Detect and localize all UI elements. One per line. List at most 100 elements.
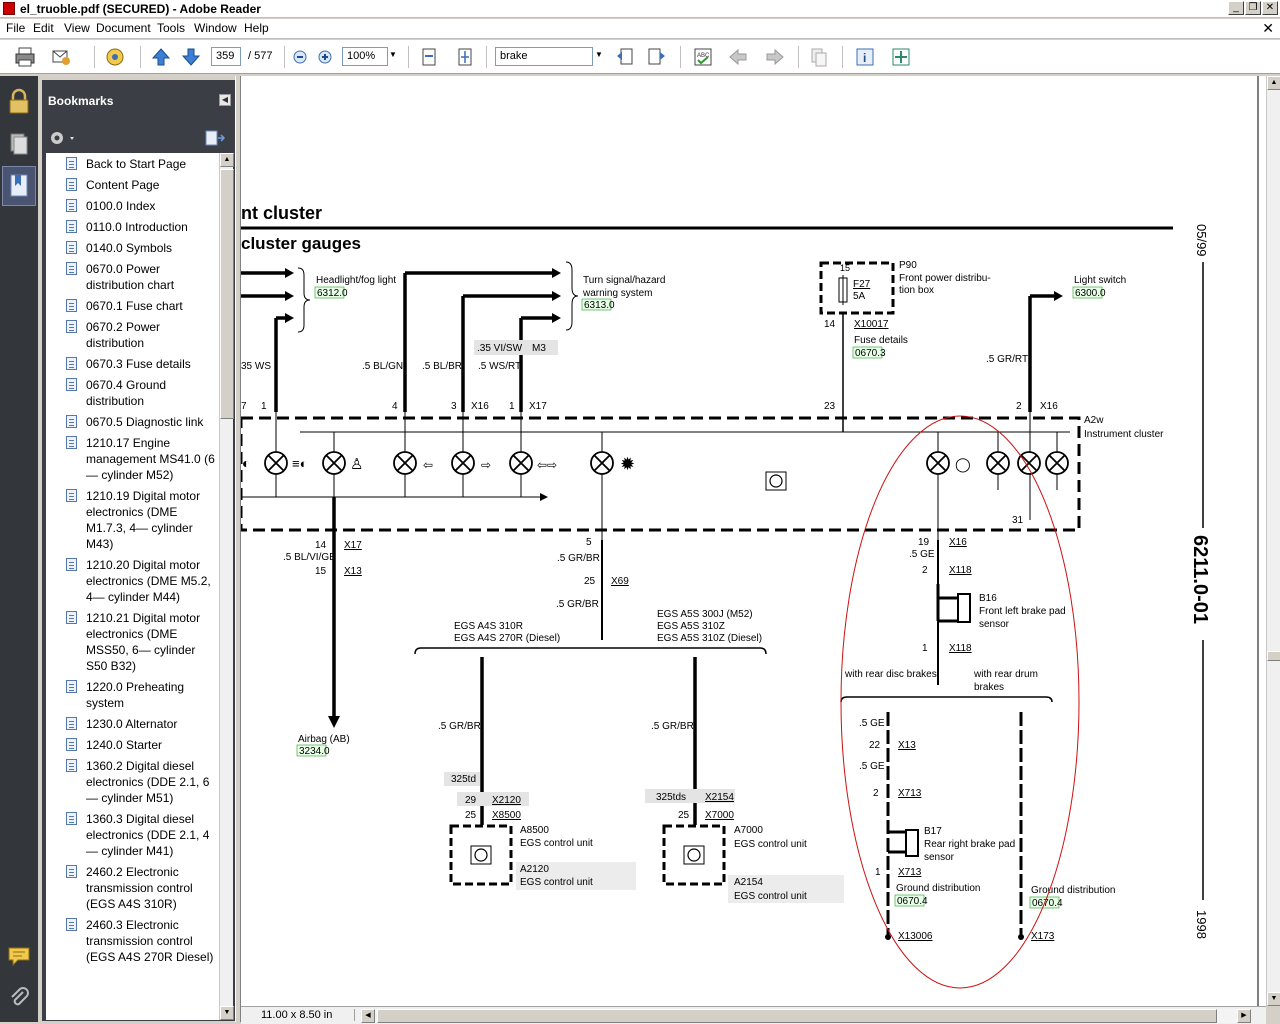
pages-icon[interactable]: [808, 46, 830, 68]
spellcheck-icon[interactable]: ABC: [692, 46, 714, 68]
airbag-ref-link[interactable]: 3234.0: [299, 746, 330, 757]
bookmark-item[interactable]: 1240.0 Starter: [46, 734, 219, 755]
info-icon[interactable]: i: [854, 46, 876, 68]
bookmark-item[interactable]: 0670.4 Ground distribution: [46, 374, 219, 411]
close-button[interactable]: ✕: [1262, 1, 1278, 15]
bookmark-item[interactable]: 1230.0 Alternator: [46, 713, 219, 734]
zoom-out-icon[interactable]: [289, 46, 311, 68]
zoom-level-select[interactable]: 100%: [342, 47, 388, 66]
bookmark-item[interactable]: 0100.0 Index: [46, 195, 219, 216]
lock-icon[interactable]: [6, 88, 32, 116]
bookmark-item[interactable]: 0670.3 Fuse details: [46, 353, 219, 374]
menu-file[interactable]: File: [6, 21, 26, 35]
menu-tools[interactable]: Tools: [157, 21, 186, 35]
expand-bookmark-icon[interactable]: [204, 129, 226, 147]
bookmark-item[interactable]: 1360.2 Digital diesel electronics (DDE 2…: [46, 755, 219, 808]
actual-size-icon[interactable]: [418, 46, 440, 68]
bookmark-item[interactable]: 1360.3 Digital diesel electronics (DDE 2…: [46, 808, 219, 861]
bookmark-page-icon: [66, 357, 77, 370]
print-icon[interactable]: [14, 46, 36, 68]
svg-text:EGS A5S 310Z: EGS A5S 310Z: [657, 621, 725, 632]
doc-scroll-up-button[interactable]: ▲: [1267, 76, 1280, 90]
bookmark-item[interactable]: 1210.21 Digital motor electronics (DME M…: [46, 607, 219, 676]
svg-text:X2154: X2154: [705, 792, 734, 803]
pane-splitter[interactable]: [235, 76, 241, 1022]
scroll-left-button[interactable]: ◀: [361, 1009, 375, 1023]
horizontal-scrollbar[interactable]: ◀ ▶: [361, 1009, 1251, 1023]
menu-help[interactable]: Help: [244, 21, 269, 35]
pages-panel-icon[interactable]: [6, 130, 32, 158]
page-number-input[interactable]: 359: [211, 47, 241, 66]
svg-text:35 WS: 35 WS: [241, 361, 271, 372]
menu-edit[interactable]: Edit: [33, 21, 54, 35]
zoom-dropdown-icon[interactable]: ▼: [389, 50, 397, 59]
scroll-down-button[interactable]: ▼: [220, 1006, 234, 1020]
bookmark-page-icon: [66, 157, 77, 170]
headlight-ref-link[interactable]: 6312.0: [317, 288, 348, 299]
bookmark-item[interactable]: 0670.5 Diagnostic link: [46, 411, 219, 432]
scroll-up-button[interactable]: ▲: [220, 153, 234, 167]
doc-scroll-thumb[interactable]: [1267, 651, 1280, 661]
search-dropdown-icon[interactable]: ▼: [595, 50, 603, 59]
bookmark-item[interactable]: Back to Start Page: [46, 153, 219, 174]
bookmark-item[interactable]: 0670.1 Fuse chart: [46, 295, 219, 316]
seatbelt-icon: ♙: [350, 456, 363, 473]
menu-window[interactable]: Window: [194, 21, 237, 35]
bookmark-item[interactable]: 1220.0 Preheating system: [46, 676, 219, 713]
translate-icon[interactable]: [890, 46, 912, 68]
svg-text:3: 3: [451, 401, 457, 412]
find-previous-icon[interactable]: [614, 46, 636, 68]
back-icon[interactable]: [727, 46, 749, 68]
comments-icon[interactable]: [6, 942, 32, 970]
maximize-button[interactable]: ❐: [1245, 1, 1261, 15]
svg-text:4: 4: [392, 401, 398, 412]
bookmark-item[interactable]: 1210.19 Digital motor electronics (DME M…: [46, 485, 219, 554]
light-switch-ref-link[interactable]: 6300.0: [1075, 288, 1106, 299]
ground-ref-link[interactable]: 0670.4: [897, 896, 928, 907]
collapse-panel-button[interactable]: ◀: [219, 94, 231, 106]
bookmark-item[interactable]: 1210.20 Digital motor electronics (DME M…: [46, 554, 219, 607]
minimize-button[interactable]: _: [1228, 1, 1244, 15]
close-document-button[interactable]: ✕: [1262, 20, 1274, 36]
bookmark-page-icon: [66, 558, 77, 571]
bookmark-item[interactable]: 0140.0 Symbols: [46, 237, 219, 258]
zoom-in-icon[interactable]: [314, 46, 336, 68]
menu-document[interactable]: Document: [96, 21, 151, 35]
horizontal-scroll-thumb[interactable]: [377, 1009, 1217, 1023]
svg-text:.5 WS/RT: .5 WS/RT: [478, 361, 521, 372]
bookmark-item[interactable]: 0670.0 Power distribution chart: [46, 258, 219, 295]
document-view[interactable]: nt cluster cluster gauges 05/99 6211.0-0…: [241, 76, 1266, 1006]
bookmark-item[interactable]: 2460.3 Electronic transmission control (…: [46, 914, 219, 967]
fit-page-icon[interactable]: [454, 46, 476, 68]
bookmark-item[interactable]: 1210.17 Engine management MS41.0 (6— cyl…: [46, 432, 219, 485]
collaborate-icon[interactable]: [104, 46, 126, 68]
bookmark-item[interactable]: 2460.2 Electronic transmission control (…: [46, 861, 219, 914]
gear-icon[interactable]: [48, 130, 76, 146]
menu-view[interactable]: View: [64, 21, 90, 35]
attachments-icon[interactable]: [6, 984, 32, 1012]
find-next-icon[interactable]: [646, 46, 668, 68]
svg-text:A8500: A8500: [520, 825, 549, 836]
bookmark-item[interactable]: Content Page: [46, 174, 219, 195]
doc-scroll-down-button[interactable]: ▼: [1267, 992, 1280, 1006]
forward-icon[interactable]: [764, 46, 786, 68]
bookmark-item[interactable]: 0670.2 Power distribution: [46, 316, 219, 353]
svg-text:2: 2: [873, 788, 879, 799]
bookmark-item[interactable]: 0110.0 Introduction: [46, 216, 219, 237]
ground-ref-link-2[interactable]: 0670.4: [1032, 898, 1063, 909]
document-scrollbar[interactable]: ▲ ▼: [1266, 76, 1280, 1006]
previous-page-icon[interactable]: [150, 46, 172, 68]
bookmarks-icon[interactable]: [6, 172, 32, 200]
fuse-details-ref-link[interactable]: 0670.3: [855, 348, 886, 359]
bookmark-page-icon: [66, 812, 77, 825]
next-page-icon[interactable]: [180, 46, 202, 68]
svg-text:i: i: [863, 51, 866, 65]
bookmark-page-icon: [66, 199, 77, 212]
email-icon[interactable]: [50, 46, 72, 68]
turn-signal-ref-link[interactable]: 6313.0: [584, 300, 615, 311]
scroll-thumb[interactable]: [220, 169, 234, 419]
scroll-right-button[interactable]: ▶: [1237, 1009, 1251, 1023]
search-input[interactable]: brake: [495, 47, 593, 66]
bookmarks-scrollbar[interactable]: ▲ ▼: [219, 153, 234, 1020]
svg-text:Rear right brake pad: Rear right brake pad: [924, 839, 1015, 850]
